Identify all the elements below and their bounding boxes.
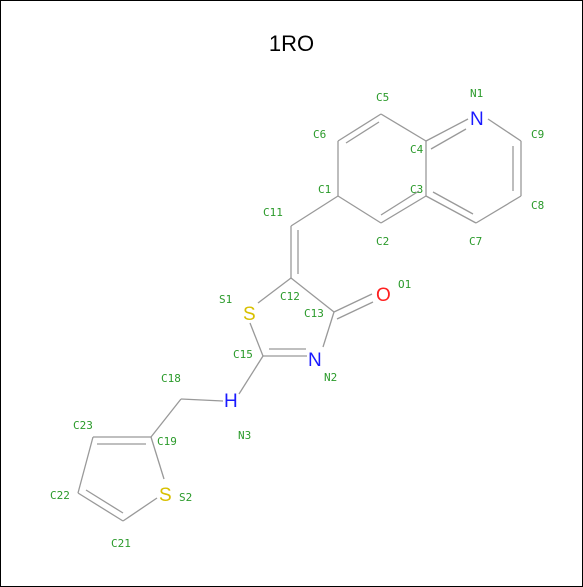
atom-label-c6: C6 <box>313 128 326 141</box>
element-symbols: N O S N HN S <box>159 109 484 506</box>
bond-c13-n2 <box>322 311 335 348</box>
bond-c21-s2 <box>122 497 158 522</box>
atom-label-s1: S1 <box>219 293 232 306</box>
atom-label-c2: C2 <box>376 235 389 248</box>
bond-n1-c9 <box>487 118 522 142</box>
atom-label-c12: C12 <box>280 290 300 303</box>
bond-c13-o1 <box>333 293 373 313</box>
bond-c12-c13 <box>290 277 335 313</box>
bond-c4-n1-inner <box>430 128 467 150</box>
bond-c19-s2 <box>150 436 165 480</box>
sulfur-s1-symbol: S <box>243 304 256 325</box>
atom-label-o1: O1 <box>398 278 411 291</box>
nitrogen-n3-symbol: HN <box>224 391 238 412</box>
atom-label-c15: C15 <box>233 348 253 361</box>
bond-c4-n1 <box>425 118 469 142</box>
bond-c2-c3 <box>380 195 427 224</box>
bond-c18-c19 <box>150 398 182 438</box>
bond-c23-c22 <box>77 436 94 494</box>
atom-labels: N1 C9 C5 C6 C4 C1 C3 C8 C11 C2 C7 O1 S1 … <box>50 87 544 550</box>
nitrogen-n1-symbol: N <box>470 109 484 130</box>
bond-c12-s1 <box>257 277 292 304</box>
atom-label-c13: C13 <box>304 307 324 320</box>
bond-c4-c5 <box>380 113 427 142</box>
oxygen-o1-symbol: O <box>376 285 391 306</box>
bond-c13-o1-inner <box>336 301 374 320</box>
atom-label-c9: C9 <box>531 128 544 141</box>
atom-label-c8: C8 <box>531 199 544 212</box>
bond-n3-c18 <box>180 398 224 402</box>
atom-label-c11: C11 <box>263 206 283 219</box>
bond-c15-n3 <box>238 355 264 395</box>
atom-label-s2: S2 <box>179 491 192 504</box>
atom-label-n2: N2 <box>324 371 337 384</box>
bond-c8-c7 <box>475 195 522 224</box>
atom-label-c3: C3 <box>410 183 423 196</box>
atom-label-c18: C18 <box>161 372 181 385</box>
atom-label-c1: C1 <box>318 183 331 196</box>
atom-label-c23: C23 <box>73 419 93 432</box>
atom-label-c21: C21 <box>111 537 131 550</box>
bond-c7-c3-inner <box>432 191 474 215</box>
molecule-title: 1RO <box>268 31 315 56</box>
bond-c22-c21-inner <box>85 489 124 514</box>
bond-c22-c21 <box>77 492 124 522</box>
bond-c15-s1 <box>249 322 264 357</box>
bonds <box>77 113 522 522</box>
bond-c7-c3 <box>425 195 477 224</box>
atom-label-n3: N3 <box>238 429 251 442</box>
atom-label-c5: C5 <box>376 91 389 104</box>
bond-c1-c11 <box>290 195 339 227</box>
atom-label-c7: C7 <box>469 235 482 248</box>
bond-c5-c6-inner <box>345 121 380 144</box>
bond-c1-c2 <box>337 195 382 224</box>
atom-label-n1: N1 <box>470 87 483 100</box>
atom-label-c4: C4 <box>410 143 424 156</box>
nitrogen-n2-symbol: N <box>308 350 322 371</box>
atom-label-c19: C19 <box>157 435 177 448</box>
sulfur-s2-symbol: S <box>159 485 172 506</box>
bond-c5-c6 <box>337 113 382 142</box>
bond-c2-c3-inner <box>380 190 420 216</box>
atom-label-c22: C22 <box>50 489 70 502</box>
